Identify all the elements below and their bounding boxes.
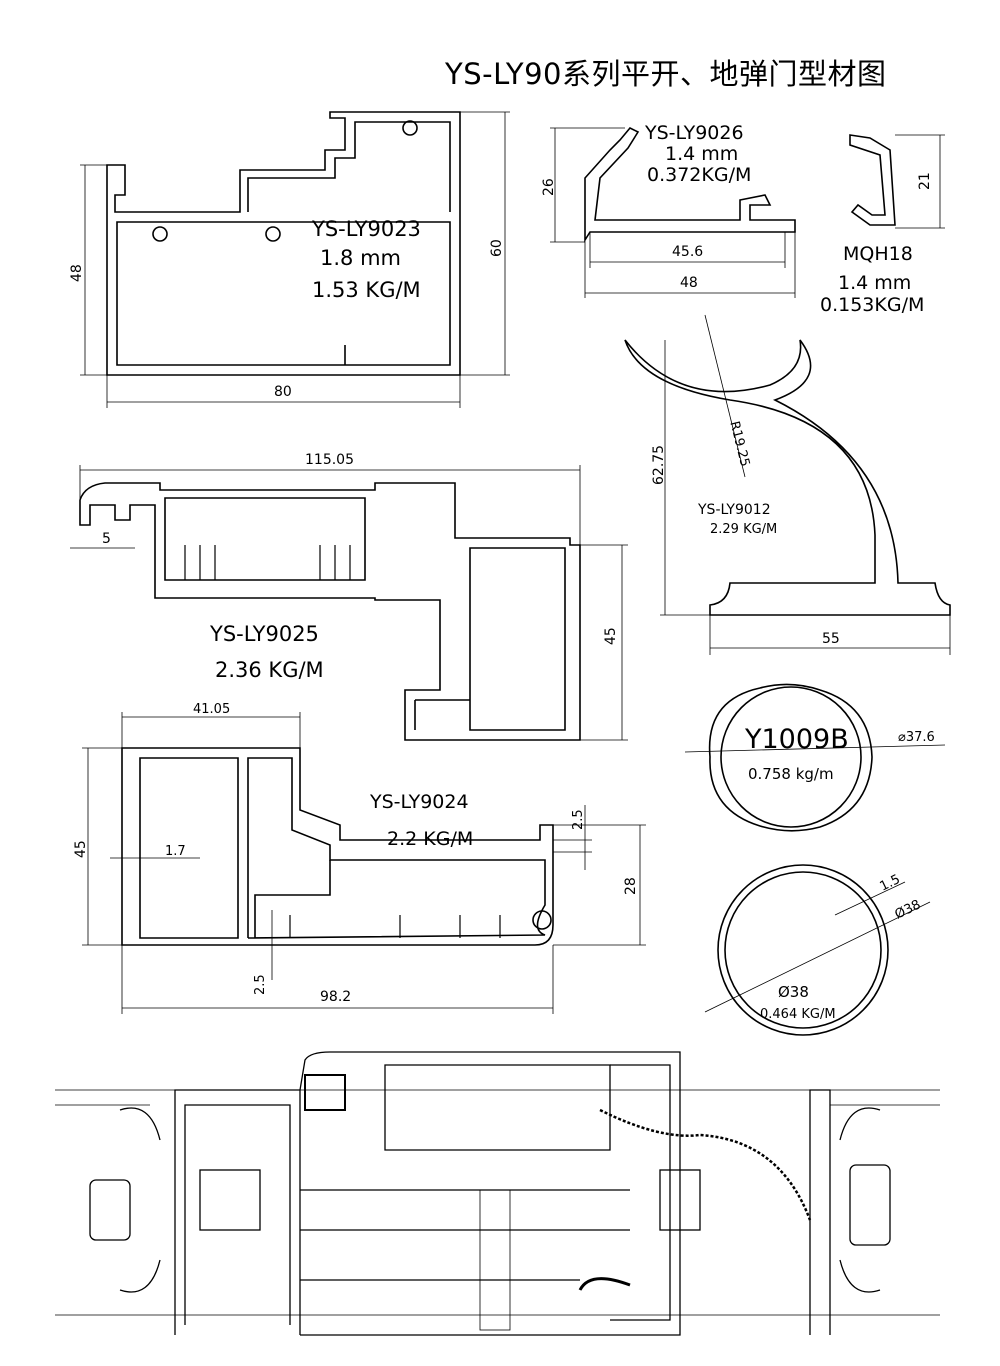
ly9024-name: YS-LY9024 [370, 791, 469, 813]
mqh18-thickness: 1.4 mm [838, 272, 912, 294]
tube38-name: Ø38 [778, 983, 809, 1001]
ly9026-dim-inner-width: 45.6 [672, 244, 704, 260]
ly9025-dim-width: 115.05 [305, 452, 354, 468]
mqh18-dim-height: 21 [917, 172, 933, 190]
y1009b-weight: 0.758 kg/m [748, 765, 834, 783]
ly9026-dim-height: 26 [541, 178, 557, 196]
ly9023-weight: 1.53 KG/M [312, 278, 421, 302]
profile-ly9012-outline [624, 314, 951, 655]
ly9023-thickness: 1.8 mm [320, 246, 401, 270]
ly9025-weight: 2.36 KG/M [215, 658, 324, 682]
ly9026-name: YS-LY9026 [645, 122, 744, 144]
ly9025-dim-height: 45 [603, 627, 619, 645]
ly9025-name: YS-LY9025 [210, 622, 319, 646]
ly9024-dim-right-height: 28 [623, 877, 639, 895]
tube38-weight: 0.464 KG/M [760, 1007, 836, 1022]
ly9012-weight: 2.29 KG/M [710, 522, 778, 537]
ly9023-dim-width: 80 [274, 384, 292, 400]
ly9012-dim-width: 55 [822, 631, 840, 647]
ly9024-dim-wall: 1.7 [165, 844, 186, 859]
ly9023-name: YS-LY9023 [312, 217, 421, 241]
y1009b-dim-diameter: ⌀37.6 [898, 730, 935, 745]
profile-y1009b-outline [684, 683, 946, 832]
mqh18-weight: 0.153KG/M [820, 294, 925, 316]
ly9024-dim-width: 98.2 [320, 989, 352, 1005]
mqh18-name: MQH18 [843, 243, 913, 265]
profile-ly9025-outline [70, 465, 628, 741]
profile-ly9023-outline [80, 111, 510, 408]
ly9012-dim-height: 62.75 [651, 444, 667, 485]
profile-ly9026-outline [550, 127, 796, 298]
ly9024-dim-bottom-wall: 2.5 [253, 974, 268, 995]
profile-mqh18-outline [849, 134, 945, 229]
ly9024-dim-height: 45 [73, 840, 89, 858]
ly9026-dim-width: 48 [680, 275, 698, 291]
ly9024-weight: 2.2 KG/M [387, 828, 474, 850]
ly9012-name: YS-LY9012 [698, 502, 771, 518]
ly9023-dim-height-left: 48 [69, 264, 85, 282]
ly9026-weight: 0.372KG/M [647, 164, 752, 186]
assembly-section-drawing [55, 1051, 940, 1336]
sheet-title: YS-LY90系列平开、地弹门型材图 [445, 57, 887, 91]
ly9026-thickness: 1.4 mm [665, 143, 739, 165]
ly9024-dim-lip: 2.5 [571, 809, 586, 830]
y1009b-name: Y1009B [745, 724, 849, 755]
profile-tube38-outline [704, 864, 931, 1036]
ly9023-dim-height-right: 60 [489, 239, 505, 257]
ly9025-dim-lip: 5 [102, 531, 111, 547]
profile-ly9024-outline [82, 712, 646, 1014]
ly9024-dim-top-width: 41.05 [193, 702, 231, 717]
